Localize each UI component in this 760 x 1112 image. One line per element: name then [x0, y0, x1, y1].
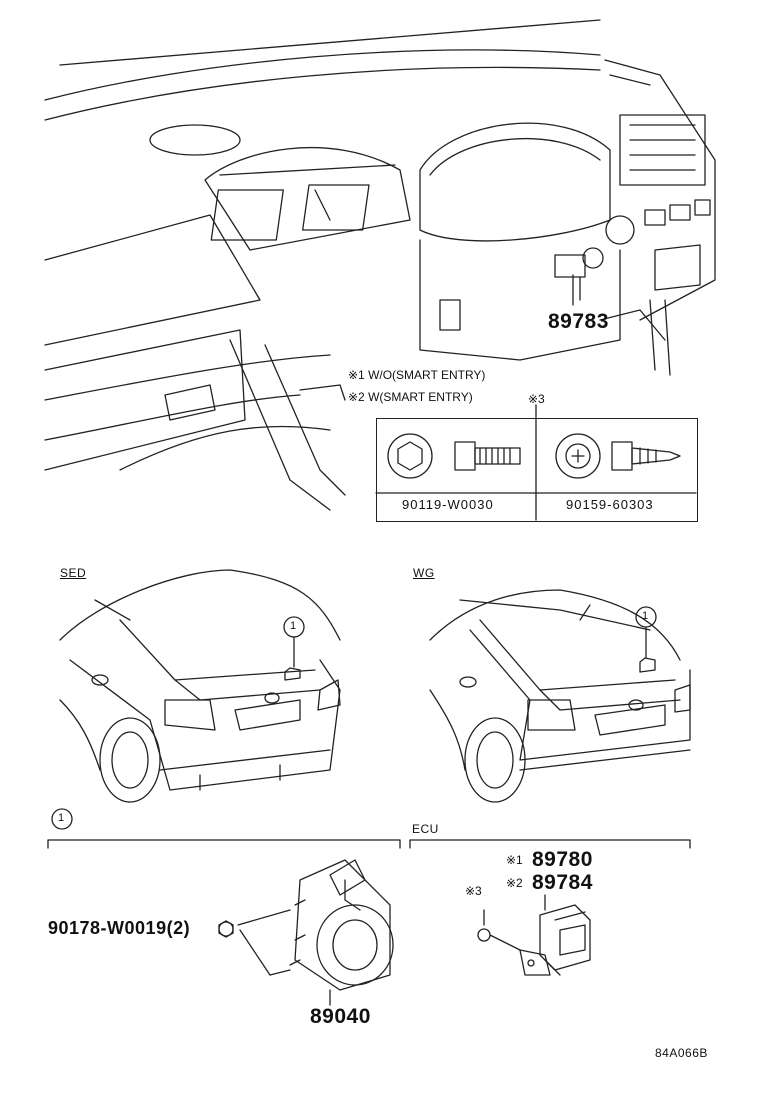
part-number-89784[interactable]: 89784 — [532, 871, 593, 894]
part-number-90159-60303[interactable]: 90159-60303 — [566, 497, 654, 512]
horn-illustration — [218, 859, 394, 1006]
part-number-89780[interactable]: 89780 — [532, 848, 593, 871]
diagram-code: 84A066B — [655, 1046, 708, 1060]
note-mark-1-ecu: ※1 — [506, 853, 523, 867]
part-number-89783[interactable]: 89783 — [548, 310, 609, 333]
sedan-illustration — [59, 569, 341, 803]
ecu-illustration — [477, 894, 591, 976]
wagon-illustration — [429, 589, 691, 803]
section-circle-1: 1 — [58, 812, 65, 824]
note-mark-3: ※3 — [528, 392, 545, 406]
part-number-90178-w0019[interactable]: 90178-W0019(2) — [48, 918, 191, 938]
note-mark-3-ecu: ※3 — [465, 884, 482, 898]
section-label-sed: SED — [60, 566, 87, 580]
dashboard-illustration — [44, 19, 716, 511]
bolt-table-frame — [376, 418, 698, 522]
note-mark-2-ecu: ※2 — [506, 876, 523, 890]
callout-circle-1-wg: 1 — [642, 610, 649, 622]
section-label-wg: WG — [413, 566, 435, 580]
part-number-90119-w0030[interactable]: 90119-W0030 — [402, 497, 494, 512]
callout-circle-1-sed: 1 — [290, 620, 297, 632]
section-label-ecu: ECU — [412, 822, 439, 836]
bolt-table — [375, 404, 697, 521]
note-smart-entry-with: ※2 W(SMART ENTRY) — [348, 390, 473, 404]
note-smart-entry-without: ※1 W/O(SMART ENTRY) — [348, 368, 486, 382]
part-number-89040[interactable]: 89040 — [310, 1005, 371, 1028]
